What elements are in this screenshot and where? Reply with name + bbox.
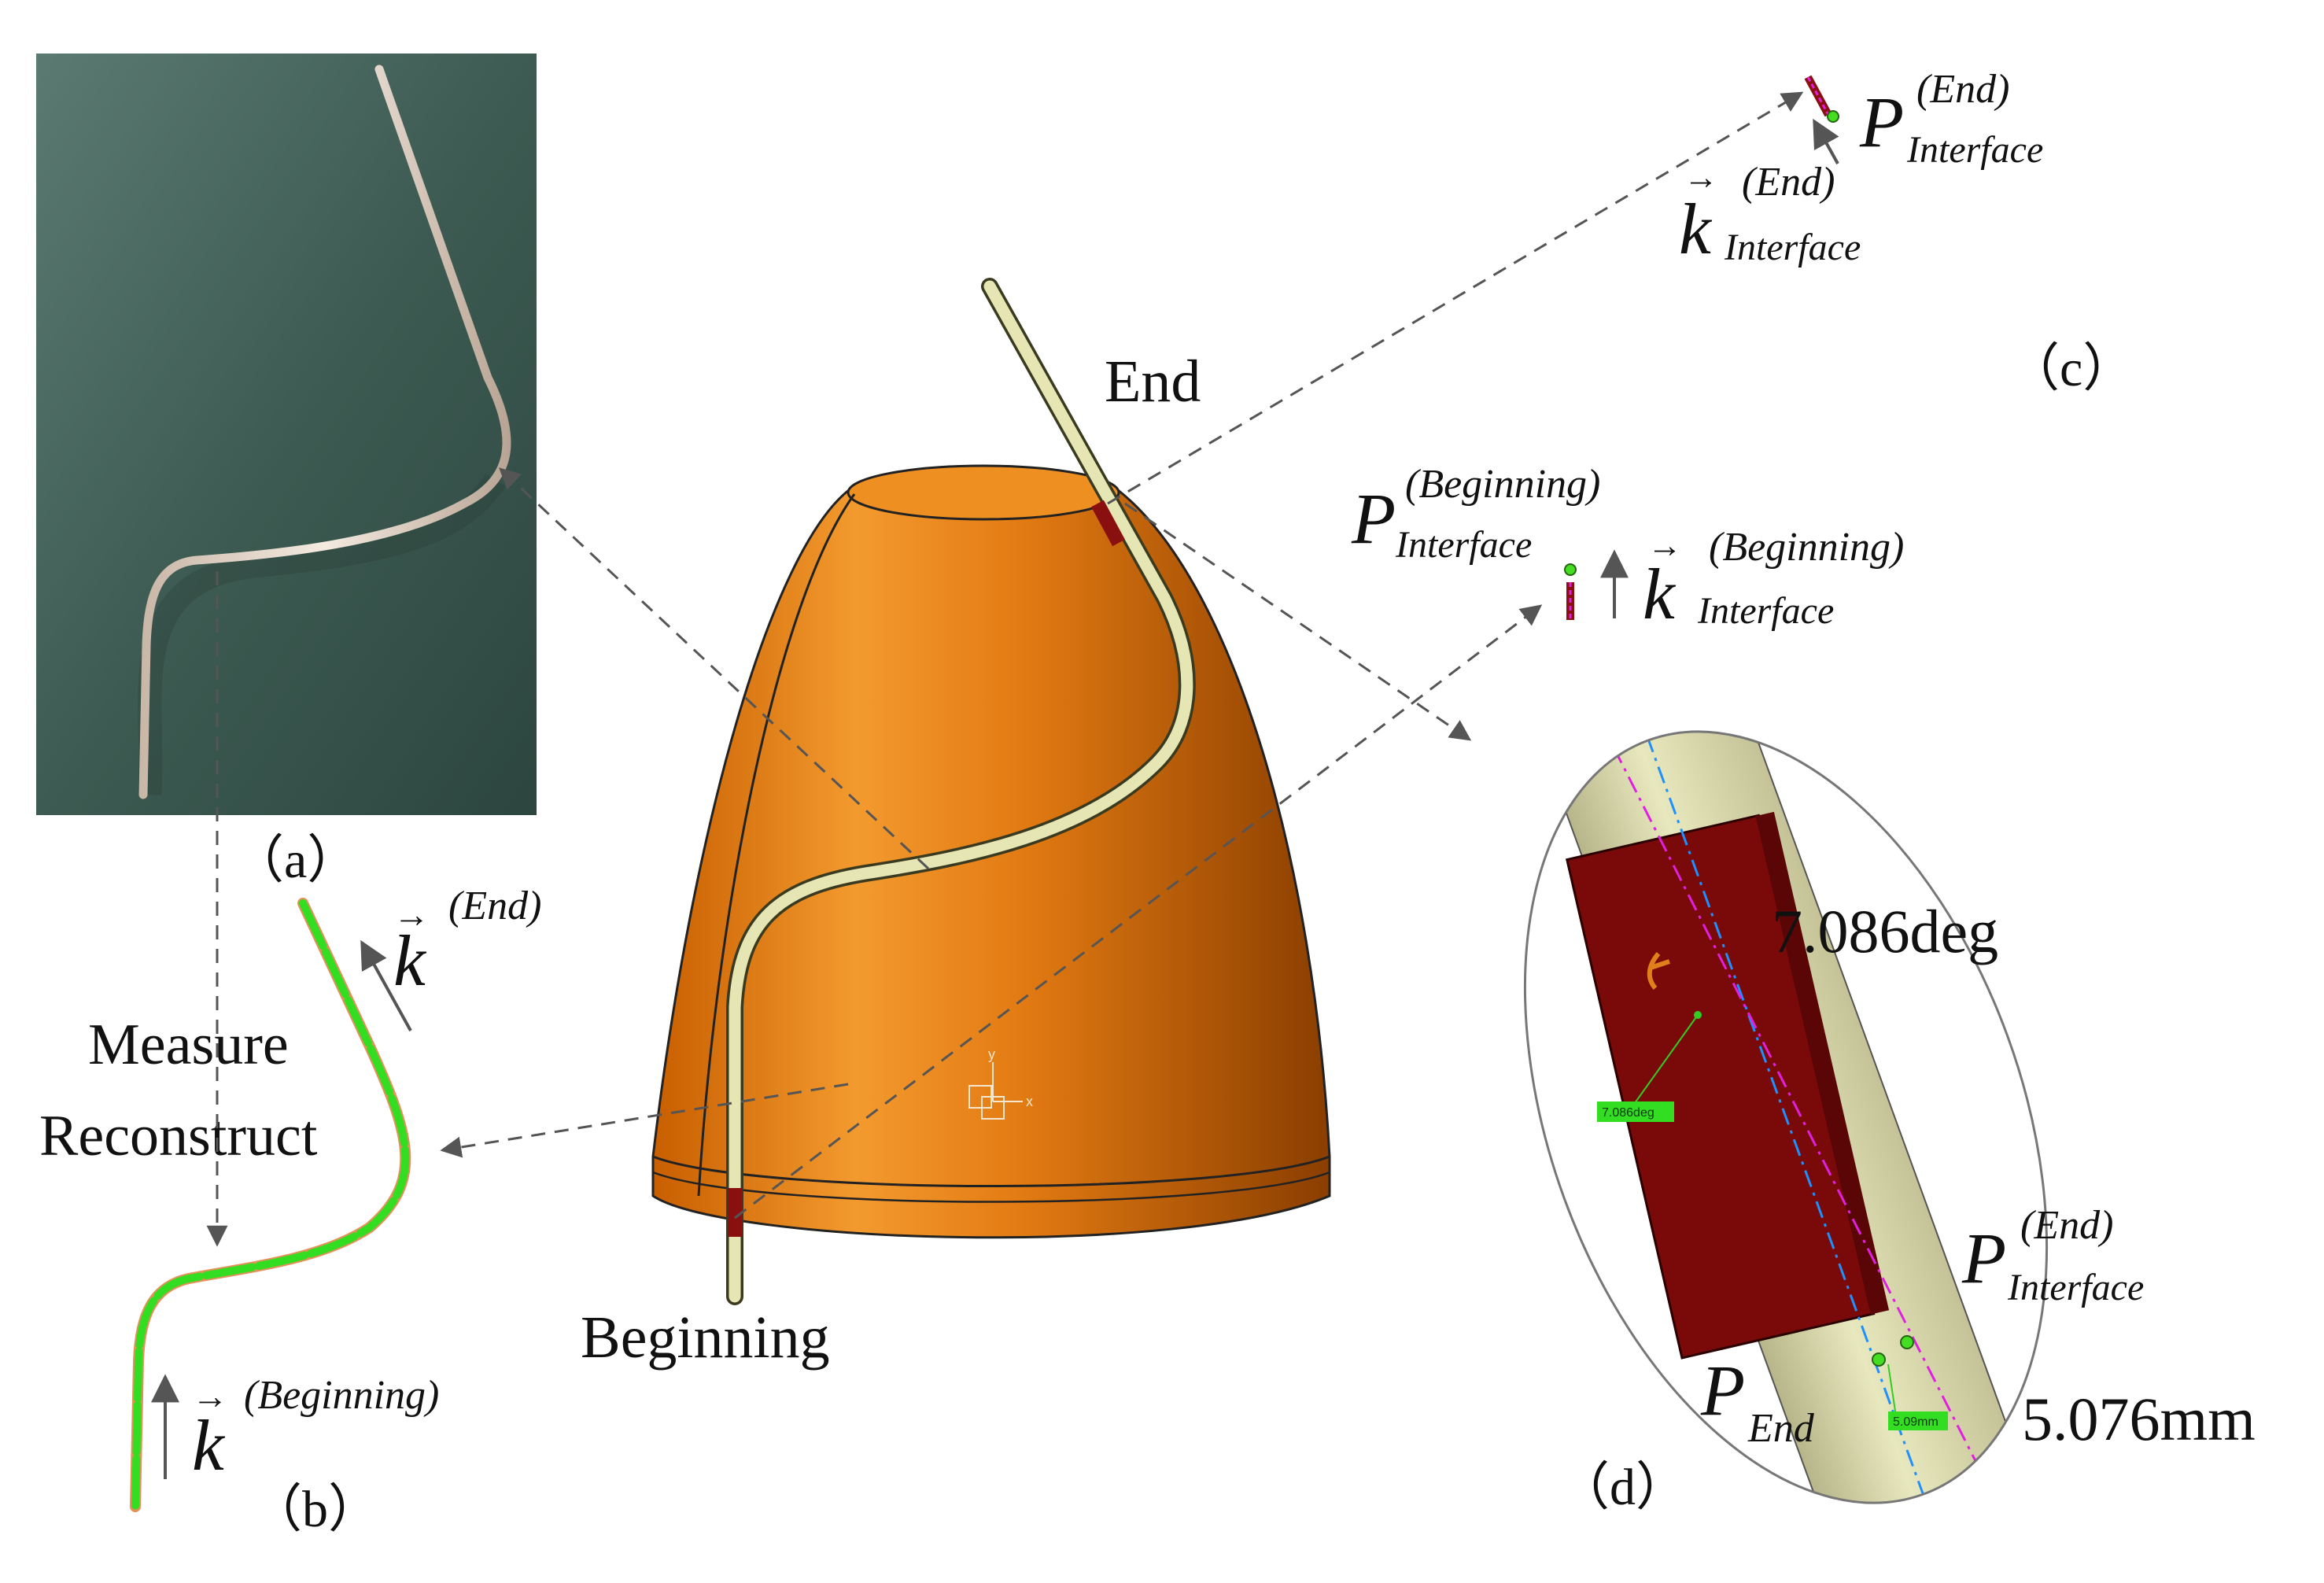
photo-wire-shadow	[138, 473, 506, 796]
photo-panel	[36, 54, 537, 815]
p-end-point	[1872, 1352, 1886, 1367]
beginning-interface-glyph	[1564, 563, 1577, 620]
k-end-symbol-b: k	[393, 921, 427, 1001]
reconstructed-trace	[130, 898, 411, 1512]
p-end-interface-sup-d: (End)	[2020, 1203, 2113, 1248]
distance-tag-box	[1888, 1411, 1948, 1430]
k-end-sub-c: Interface	[1724, 227, 1861, 268]
angle-leader	[1634, 1014, 1699, 1104]
p-end-interface-point	[1900, 1335, 1914, 1349]
k-end-sup-b: (End)	[448, 884, 541, 928]
distance-leader	[1887, 1363, 1897, 1417]
p-beginning-interface-symbol: P	[1351, 478, 1396, 559]
distance-tag-text: 5.09mm	[1893, 1415, 1939, 1429]
dashed-arrows	[206, 91, 1804, 1247]
end-interface-glyph	[1804, 75, 1839, 123]
p-end-sub-d: End	[1747, 1406, 1815, 1451]
photo-background	[36, 54, 537, 815]
k-end-vec-b: →	[393, 895, 430, 935]
tube-body	[729, 280, 1193, 1303]
cone-model: x y	[651, 278, 1331, 1305]
axis-label-y: y	[988, 1046, 995, 1062]
panel-label-b: （b）	[250, 1481, 380, 1538]
k-beginning-sub-c: Interface	[1697, 590, 1834, 632]
end-label: End	[1105, 349, 1201, 415]
k-beginning-vec-c: →	[1647, 526, 1682, 565]
trace-line-green	[131, 899, 410, 1511]
distance-value: 5.076mm	[2022, 1385, 2256, 1453]
zoom-interface-side	[1755, 811, 1890, 1315]
arrow-to-trace	[440, 1083, 849, 1158]
cone-top-cap	[847, 464, 1120, 521]
k-beginning-sup-b: (Beginning)	[244, 1373, 439, 1418]
cone-body	[651, 488, 1331, 1239]
zoom-ellipse-border	[1523, 730, 2049, 1504]
angle-tag-box	[1597, 1101, 1674, 1122]
measure-text: Measure	[88, 1013, 289, 1077]
p-end-interface-symbol: P	[1859, 82, 1904, 162]
axis-label-x: x	[1026, 1094, 1033, 1109]
k-end-vec-c: →	[1684, 158, 1718, 197]
angle-arc-glyph	[1647, 952, 1670, 990]
angle-tag-text: 7.086deg	[1602, 1106, 1654, 1120]
arrow-to-beginning-interface	[734, 604, 1543, 1220]
k-end-arrow-b	[360, 939, 412, 1031]
k-beginning-symbol-b: k	[192, 1405, 226, 1485]
p-end-interface-sub-d: Interface	[2007, 1267, 2144, 1308]
p-end-interface-sup: (End)	[1916, 67, 2009, 112]
beginning-label: Beginning	[581, 1304, 830, 1371]
axis-indicator	[968, 1062, 1023, 1120]
tube-interface-end-mark	[1091, 500, 1125, 547]
arrow-to-photo-bend	[499, 467, 930, 870]
photo-bent-wire	[138, 65, 511, 799]
p-beginning-interface-sub: Interface	[1395, 524, 1532, 566]
angle-point	[1694, 1011, 1702, 1019]
p-end-interface-sub: Interface	[1906, 129, 2043, 171]
angle-value: 7.086deg	[1772, 897, 1998, 965]
p-beginning-interface-sup: (Beginning)	[1405, 462, 1600, 507]
k-end-symbol-c: k	[1679, 189, 1713, 269]
panel-label-c: （c）	[2008, 340, 2134, 397]
k-end-arrow-c	[1813, 118, 1839, 164]
arrow-to-end-interface	[1107, 91, 1804, 505]
zoom-axis-magenta	[1582, 688, 2016, 1537]
k-beginning-sup-c: (Beginning)	[1709, 525, 1904, 570]
p-end-interface-symbol-d: P	[1961, 1218, 2006, 1298]
cone-seam	[697, 493, 856, 1197]
k-beginning-vec-b: →	[192, 1376, 228, 1416]
p-end-symbol-d: P	[1700, 1350, 1745, 1430]
k-end-sup-c: (End)	[1742, 160, 1835, 205]
panel-label-d: （d）	[1558, 1459, 1688, 1516]
reconstruct-text: Reconstruct	[39, 1104, 318, 1168]
panel-label-a: （a）	[232, 832, 359, 889]
cone-base-ring	[652, 1155, 1330, 1187]
k-beginning-symbol-c: k	[1643, 554, 1677, 634]
cone-base-ring-lower	[652, 1171, 1330, 1203]
